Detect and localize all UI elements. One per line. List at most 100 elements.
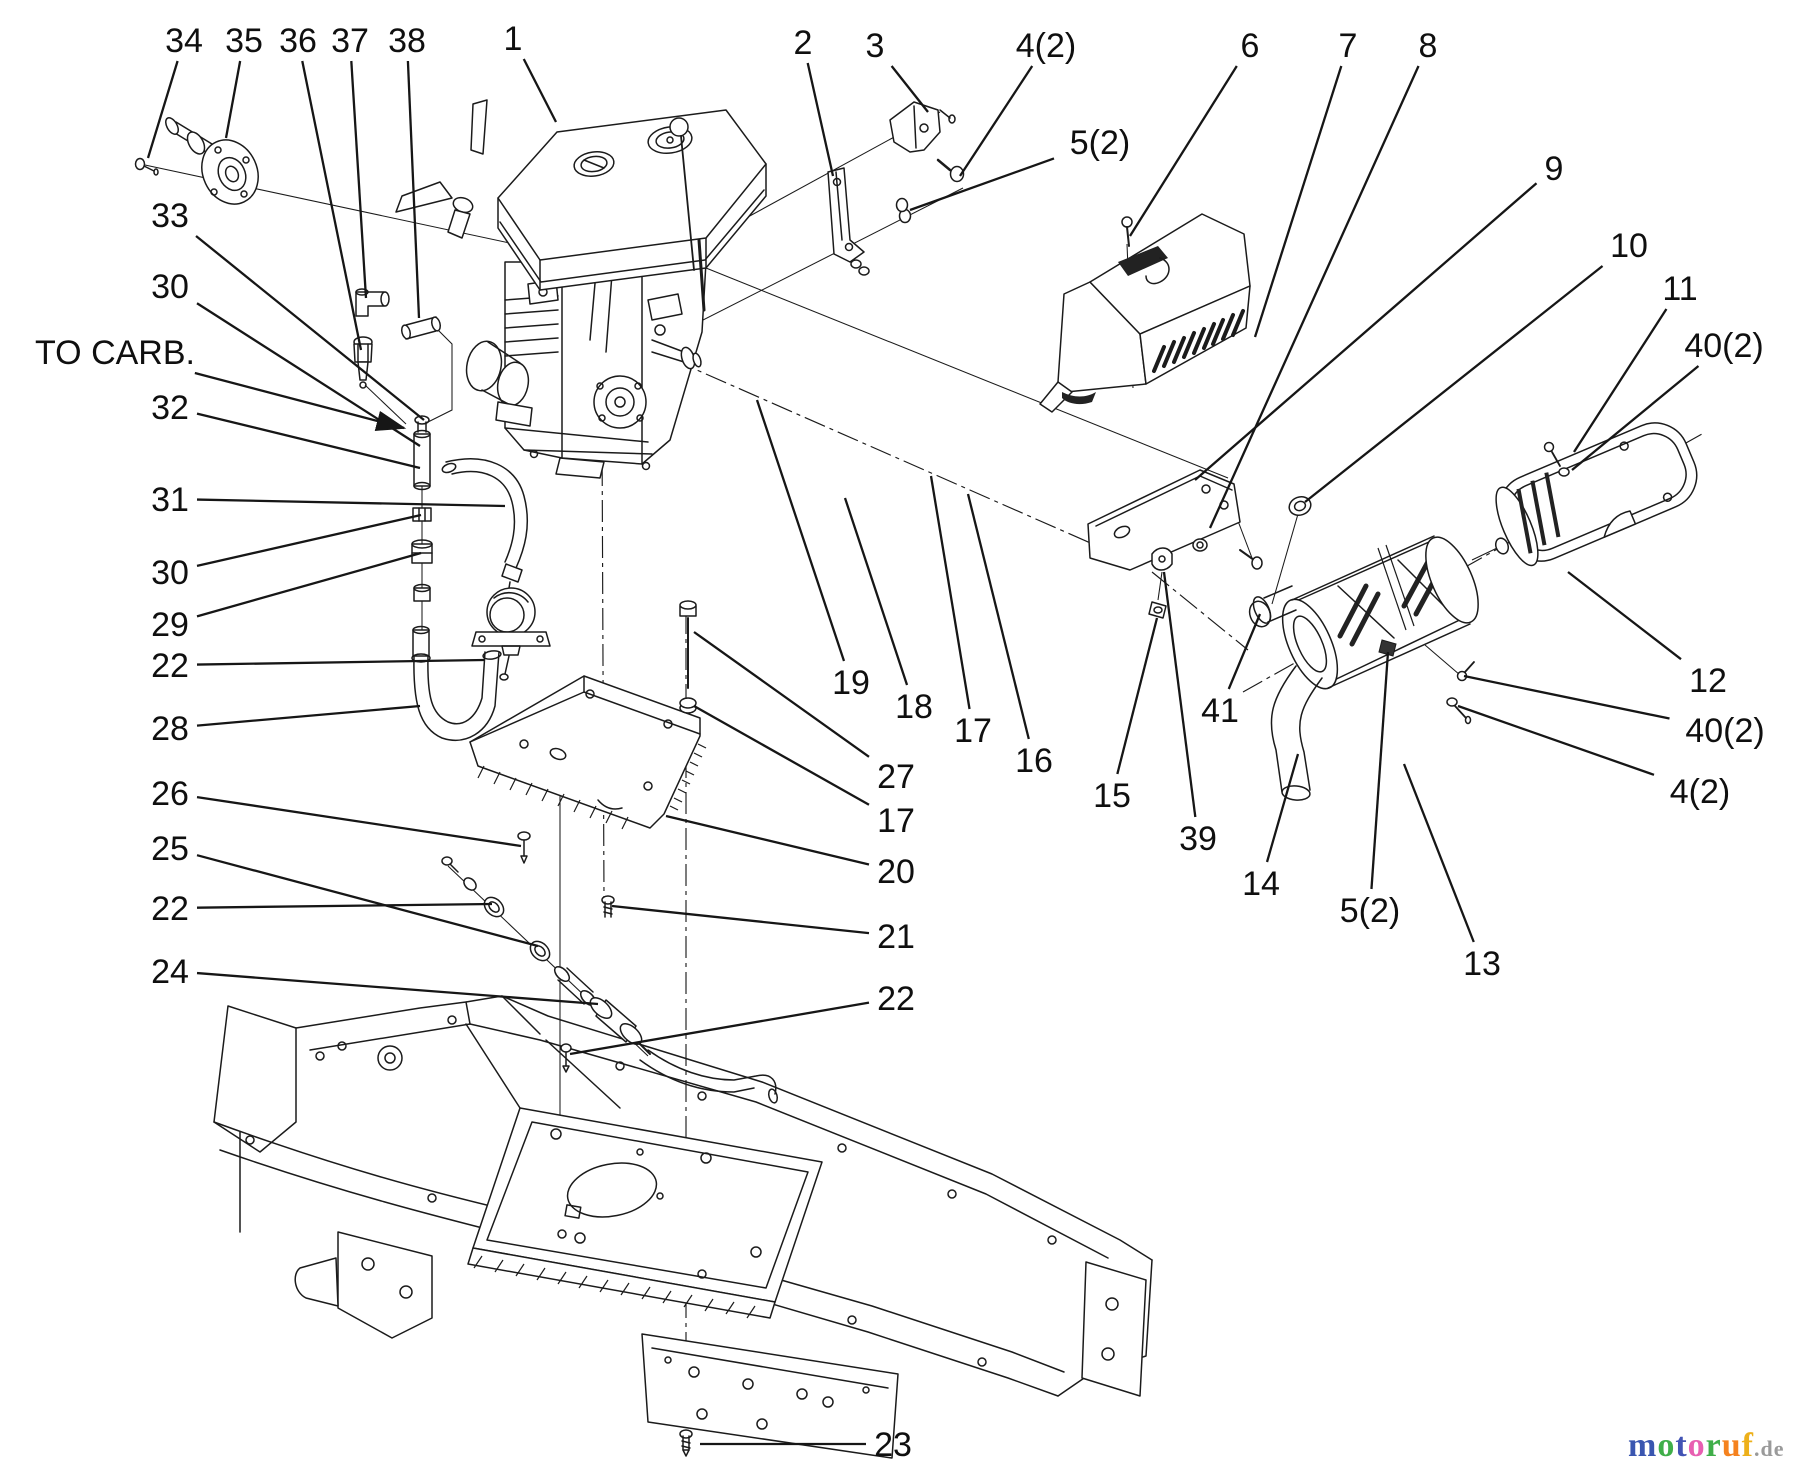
callout-label: 25 [151, 830, 189, 868]
callout-label: 34 [165, 22, 203, 60]
leader-line [1162, 571, 1197, 818]
plate-hatch-edges [477, 743, 707, 830]
pto-hub-assembly [134, 117, 259, 205]
muffler-cover-assembly [1495, 422, 1698, 567]
leader-line [1194, 182, 1538, 481]
leader-line [1116, 617, 1159, 775]
callout-label: 24 [151, 953, 189, 991]
callout-label: 13 [1463, 945, 1501, 983]
engine-bracket-assembly [827, 101, 965, 276]
watermark-logo: motoruf.de [1628, 1427, 1785, 1464]
leader-line [1265, 753, 1300, 863]
callout-label: 26 [151, 775, 189, 813]
leader-line [1208, 65, 1420, 529]
dipstick [669, 117, 706, 312]
leader-line [1253, 65, 1343, 338]
callout-label: 5(2) [1340, 892, 1400, 930]
callout-label: 8 [1419, 27, 1438, 65]
leader-line [1370, 651, 1390, 890]
frame-bolt-23 [679, 1429, 693, 1457]
callout-label: TO CARB. [35, 334, 195, 372]
screw-4b [1446, 697, 1472, 725]
frame-weldment [213, 995, 1153, 1459]
leader-line [196, 513, 422, 567]
elbow-fitting-37 [355, 288, 390, 317]
callout-label: 22 [151, 647, 189, 685]
fuel-fittings [353, 288, 442, 389]
leader-line [1573, 308, 1668, 453]
fuel-pump-25 [471, 587, 551, 681]
callout-label: 30 [151, 268, 189, 306]
louver-slots [1152, 309, 1245, 373]
heat-shield-assembly [1039, 213, 1251, 413]
leader-line [755, 399, 846, 662]
callout-label: 20 [877, 853, 915, 891]
callout-label: 31 [151, 481, 189, 519]
leader-line [194, 371, 407, 431]
fuel-filter-assembly [441, 856, 779, 1104]
frame-hatch-strip [473, 1255, 756, 1319]
screw-40a [1543, 441, 1570, 477]
nut-17b [679, 697, 697, 714]
watermark-text: motoruf.de [1628, 1427, 1785, 1464]
muffler-assembly [1248, 517, 1548, 801]
leader-line [146, 60, 179, 159]
callout-label: 22 [151, 890, 189, 928]
crankcase-boss [593, 375, 647, 429]
callout-label: 40(2) [1685, 712, 1764, 750]
callout-label: 15 [1093, 777, 1131, 815]
callout-label: 37 [331, 22, 369, 60]
fuel-hose-28 [413, 651, 500, 741]
leader-line [1402, 763, 1475, 943]
callout-label: 12 [1689, 662, 1727, 700]
leader-line [196, 658, 485, 666]
callout-label: 14 [1242, 865, 1280, 903]
frame-bolt-holes [245, 1015, 1057, 1367]
bolt-21 [601, 895, 615, 918]
leader-line [196, 971, 599, 1006]
callout-label: 21 [877, 918, 915, 956]
leader-line [959, 65, 1034, 177]
leader-line [195, 235, 425, 421]
leader-line [890, 65, 929, 113]
callout-label: 35 [225, 22, 263, 60]
exhaust-pipe-14 [1270, 665, 1323, 801]
leader-line [665, 814, 870, 866]
callout-label: 17 [877, 802, 915, 840]
callout-label: 39 [1179, 820, 1217, 858]
leader-line [1463, 674, 1670, 720]
callout-label: 36 [279, 22, 317, 60]
bolt-26 [517, 831, 531, 864]
inlet-gasket-41 [1248, 600, 1272, 628]
leader-line [1457, 704, 1655, 776]
engine-assembly [395, 99, 767, 479]
valve-fitting-36 [353, 336, 373, 389]
leader-line [1129, 65, 1238, 237]
leader-line [909, 157, 1055, 212]
callout-label: 33 [151, 197, 189, 235]
bracket-plate-9 [1087, 469, 1241, 571]
leader-line [522, 58, 558, 123]
leader-line [569, 1001, 870, 1056]
callout-label: 40(2) [1684, 327, 1763, 365]
callout-label: 28 [151, 710, 189, 748]
clamp-39 [1151, 547, 1173, 571]
callout-label: 27 [877, 758, 915, 796]
fuel-system [411, 415, 551, 741]
callout-label: 19 [832, 664, 870, 702]
callout-label: 6 [1241, 27, 1260, 65]
hose-clamp-22b [529, 940, 551, 962]
leader-line [806, 62, 835, 177]
callout-label: 17 [954, 712, 992, 750]
nut-8 [1192, 538, 1208, 552]
callout-label: 23 [874, 1426, 912, 1464]
nut-5 [895, 197, 912, 224]
callout-label: 3 [866, 27, 885, 65]
callout-label: 30 [151, 554, 189, 592]
leader-line [301, 60, 363, 351]
fitting-nut-30 [412, 507, 432, 522]
leader-line [1227, 613, 1262, 690]
bolt-34 [134, 157, 159, 176]
leader-line [693, 704, 870, 806]
